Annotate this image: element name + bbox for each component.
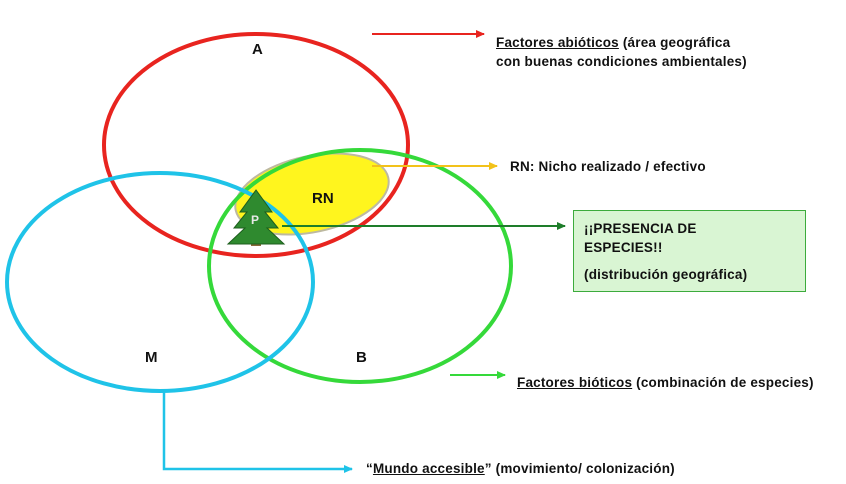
rn-text: RN: Nicho realizado / efectivo <box>510 159 706 174</box>
abiotic-rest: (área geográfica <box>618 35 731 50</box>
mundo-open-quote: “ <box>366 461 373 476</box>
mundo-rest: ” (movimiento/ colonización) <box>484 461 675 476</box>
biotic-rest: (combinación de especies) <box>632 375 814 390</box>
mundo-annotation: “Mundo accesible” (movimiento/ colonizac… <box>366 459 836 478</box>
rn-label: RN <box>312 190 334 207</box>
presence-box: ¡¡PRESENCIA DE ESPECIES!! (distribución … <box>573 210 806 292</box>
abiotic-annotation: Factores abióticos (área geográfica con … <box>496 33 836 71</box>
circle-a-abiotic <box>102 32 410 258</box>
circle-m-label: M <box>145 349 158 366</box>
abiotic-line2: con buenas condiciones ambientales) <box>496 54 747 69</box>
rn-annotation: RN: Nicho realizado / efectivo <box>510 157 830 176</box>
p-label: P <box>251 213 259 227</box>
circle-a-label: A <box>252 41 263 58</box>
abiotic-title: Factores abióticos <box>496 35 619 50</box>
presence-subtitle: (distribución geográfica) <box>584 267 748 282</box>
biotic-annotation: Factores bióticos (combinación de especi… <box>517 373 837 392</box>
presence-title: ¡¡PRESENCIA DE ESPECIES!! <box>584 221 697 255</box>
mundo-title: Mundo accesible <box>372 461 485 476</box>
circle-b-biotic <box>207 148 513 384</box>
tree-icon <box>226 189 286 246</box>
circle-b-label: B <box>356 349 367 366</box>
arrow-mundo <box>162 390 353 473</box>
circle-m-accessible <box>5 171 315 393</box>
biotic-title: Factores bióticos <box>517 375 633 390</box>
